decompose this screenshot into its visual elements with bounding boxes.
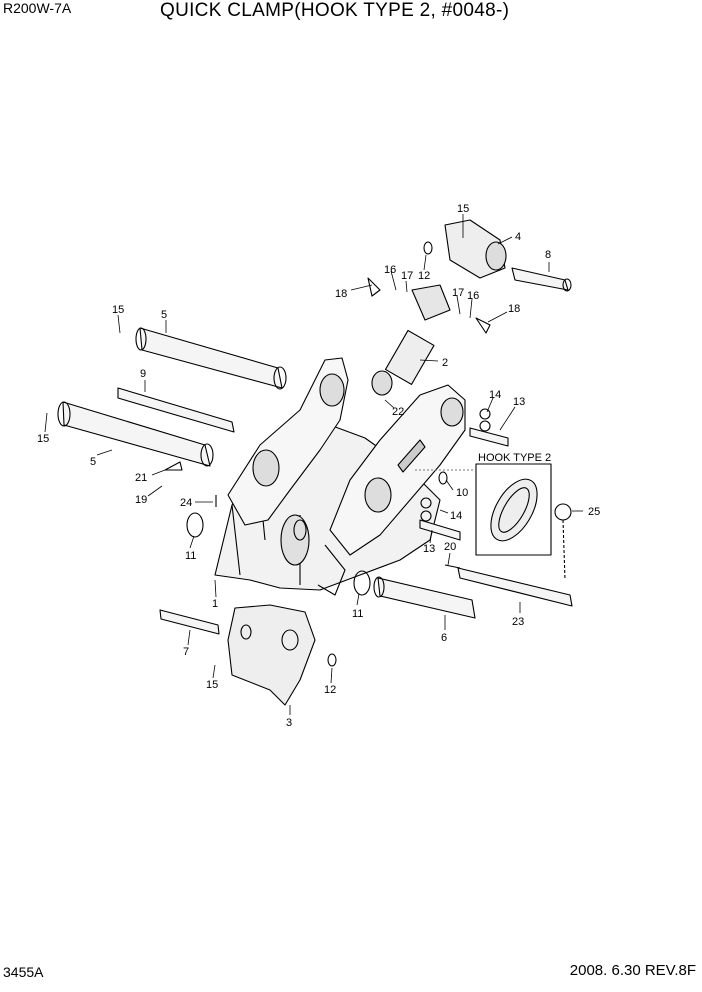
callout: 1	[212, 598, 218, 610]
callout: 20	[444, 541, 456, 553]
callout: 7	[183, 646, 189, 658]
callout: 15	[37, 433, 49, 445]
callout: 3	[286, 717, 292, 729]
callout: 12	[324, 684, 336, 696]
callout: 22	[392, 406, 404, 418]
pin-5-upper	[135, 327, 287, 390]
callout: 17	[401, 270, 413, 282]
callout: 6	[441, 632, 447, 644]
bracket-3-part	[227, 604, 316, 706]
pin-9	[117, 387, 235, 433]
page-code: 3455A	[3, 964, 44, 980]
callout-numbers: 15 4 8 16 17 12 18 17 16 18 2 5 15 9 22 …	[37, 203, 600, 729]
callout: 12	[418, 270, 430, 282]
callout: 8	[545, 249, 551, 261]
callout: 18	[508, 303, 520, 315]
callout: 14	[450, 510, 462, 522]
callout: 11	[185, 550, 196, 562]
hook-type-label: HOOK TYPE 2	[478, 452, 551, 464]
callout: 15	[206, 679, 218, 691]
callout: 11	[352, 608, 363, 620]
callout: 15	[112, 304, 124, 316]
callout: 5	[161, 309, 167, 321]
callout: 2	[442, 357, 448, 369]
callout: 19	[135, 494, 147, 506]
callout: 10	[456, 487, 468, 499]
right-side-plate	[317, 384, 466, 596]
callout: 13	[513, 396, 525, 408]
pin-5-lower	[57, 401, 214, 467]
callout: 25	[588, 506, 600, 518]
pin-6	[373, 576, 476, 619]
callout: 21	[135, 472, 147, 484]
leader-lines	[44, 214, 583, 715]
callout: 16	[467, 290, 479, 302]
bolt-13	[419, 427, 509, 541]
callout: 15	[457, 203, 469, 215]
small-parts	[164, 241, 572, 667]
callout: 13	[423, 543, 435, 555]
callout: 4	[515, 231, 521, 243]
callout: 23	[512, 616, 524, 628]
callout: 14	[489, 389, 501, 401]
revision-date: 2008. 6.30 REV.8F	[569, 962, 696, 979]
callout: 17	[452, 287, 464, 299]
cylinder-part	[371, 284, 451, 396]
pin-7	[159, 609, 220, 635]
left-side-plate	[227, 357, 349, 526]
rod-23	[457, 567, 573, 607]
callout: 16	[384, 264, 396, 276]
pin-8	[511, 267, 572, 292]
callout: 9	[140, 368, 146, 380]
cylinder-4-part	[444, 219, 507, 279]
callout: 5	[90, 456, 96, 468]
hook-type-2-detail-box	[415, 463, 552, 556]
page-title: QUICK CLAMP(HOOK TYPE 2, #0048-)	[160, 0, 510, 21]
callout: 18	[335, 288, 347, 300]
callout: 24	[180, 497, 192, 509]
model-code: R200W-7A	[3, 0, 72, 16]
